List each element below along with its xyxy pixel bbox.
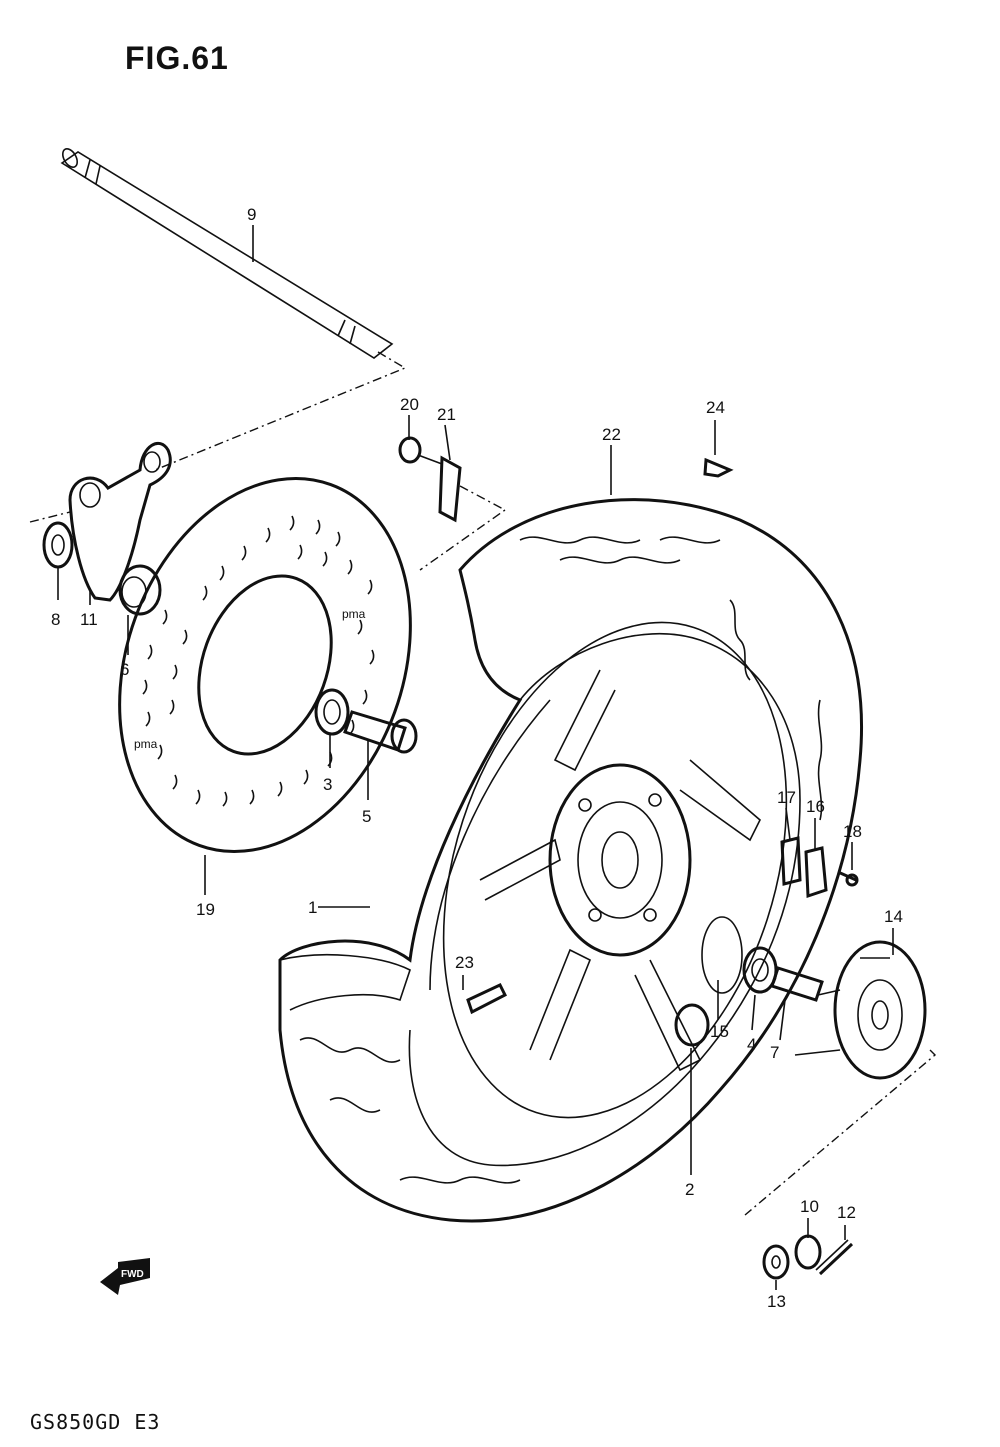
cap-24 [703, 457, 734, 478]
screw-18 [837, 870, 859, 887]
spacer-5 [343, 710, 418, 754]
spacer-guide-line [29, 511, 71, 523]
callout-7: 7 [770, 1043, 779, 1062]
callout-22: 22 [602, 425, 621, 444]
speedometer-gearbox-11 [68, 442, 172, 602]
callout-17: 17 [777, 788, 796, 807]
bolt-20 [398, 436, 443, 465]
fwd-label: FWD [121, 1269, 144, 1280]
callout-labels: 1 2 3 4 5 6 7 8 9 10 11 12 13 14 15 16 1… [51, 205, 903, 1311]
callout-12: 12 [837, 1203, 856, 1222]
callout-21: 21 [437, 405, 456, 424]
callout-4: 4 [747, 1035, 756, 1054]
callout-11: 11 [80, 610, 98, 629]
air-valve-23 [466, 983, 508, 1015]
callout-24: 24 [706, 398, 725, 417]
callout-20: 20 [400, 395, 419, 414]
washer-13 [762, 1244, 790, 1280]
o-ring-15 [701, 916, 743, 994]
leader-lines [57, 225, 894, 1290]
axle-nut-10 [794, 1234, 822, 1270]
svg-text:pma: pma [342, 607, 366, 621]
tire [278, 498, 863, 1223]
callout-15: 15 [710, 1022, 729, 1041]
plate-16 [804, 846, 828, 899]
callout-18: 18 [843, 822, 862, 841]
callout-10: 10 [800, 1197, 819, 1216]
bearing-3 [314, 688, 350, 736]
hub-drum-14 [794, 940, 927, 1080]
lock-washer-21 [438, 455, 462, 523]
callout-19: 19 [196, 900, 215, 919]
bolt-guide-line [419, 485, 507, 571]
callout-1: 1 [308, 898, 317, 917]
callout-9: 9 [247, 205, 256, 224]
balancer-2 [674, 1003, 710, 1047]
plate-17 [780, 836, 802, 886]
callout-16: 16 [806, 797, 825, 816]
axle-guide-line [154, 351, 407, 471]
callout-23: 23 [455, 953, 474, 972]
figure-title: FIG.61 [125, 40, 229, 76]
cotter-pin-12 [815, 1239, 854, 1276]
spacer-7 [770, 966, 824, 1002]
callout-3: 3 [323, 775, 332, 794]
svg-text:pma: pma [134, 737, 158, 751]
model-code: GS850GD E3 [30, 1410, 161, 1434]
callout-2: 2 [685, 1180, 694, 1199]
callout-13: 13 [767, 1292, 786, 1311]
fwd-arrow-icon: FWD [100, 1258, 150, 1295]
wheel-rim [442, 621, 788, 1119]
spacer-8 [42, 521, 74, 569]
hub-guide-line [744, 1049, 937, 1216]
callout-8: 8 [51, 610, 60, 629]
callout-5: 5 [362, 807, 371, 826]
callout-6: 6 [120, 660, 129, 679]
front-axle [60, 148, 394, 359]
brake-disc: pma pma [118, 477, 412, 853]
callout-14: 14 [884, 907, 903, 926]
